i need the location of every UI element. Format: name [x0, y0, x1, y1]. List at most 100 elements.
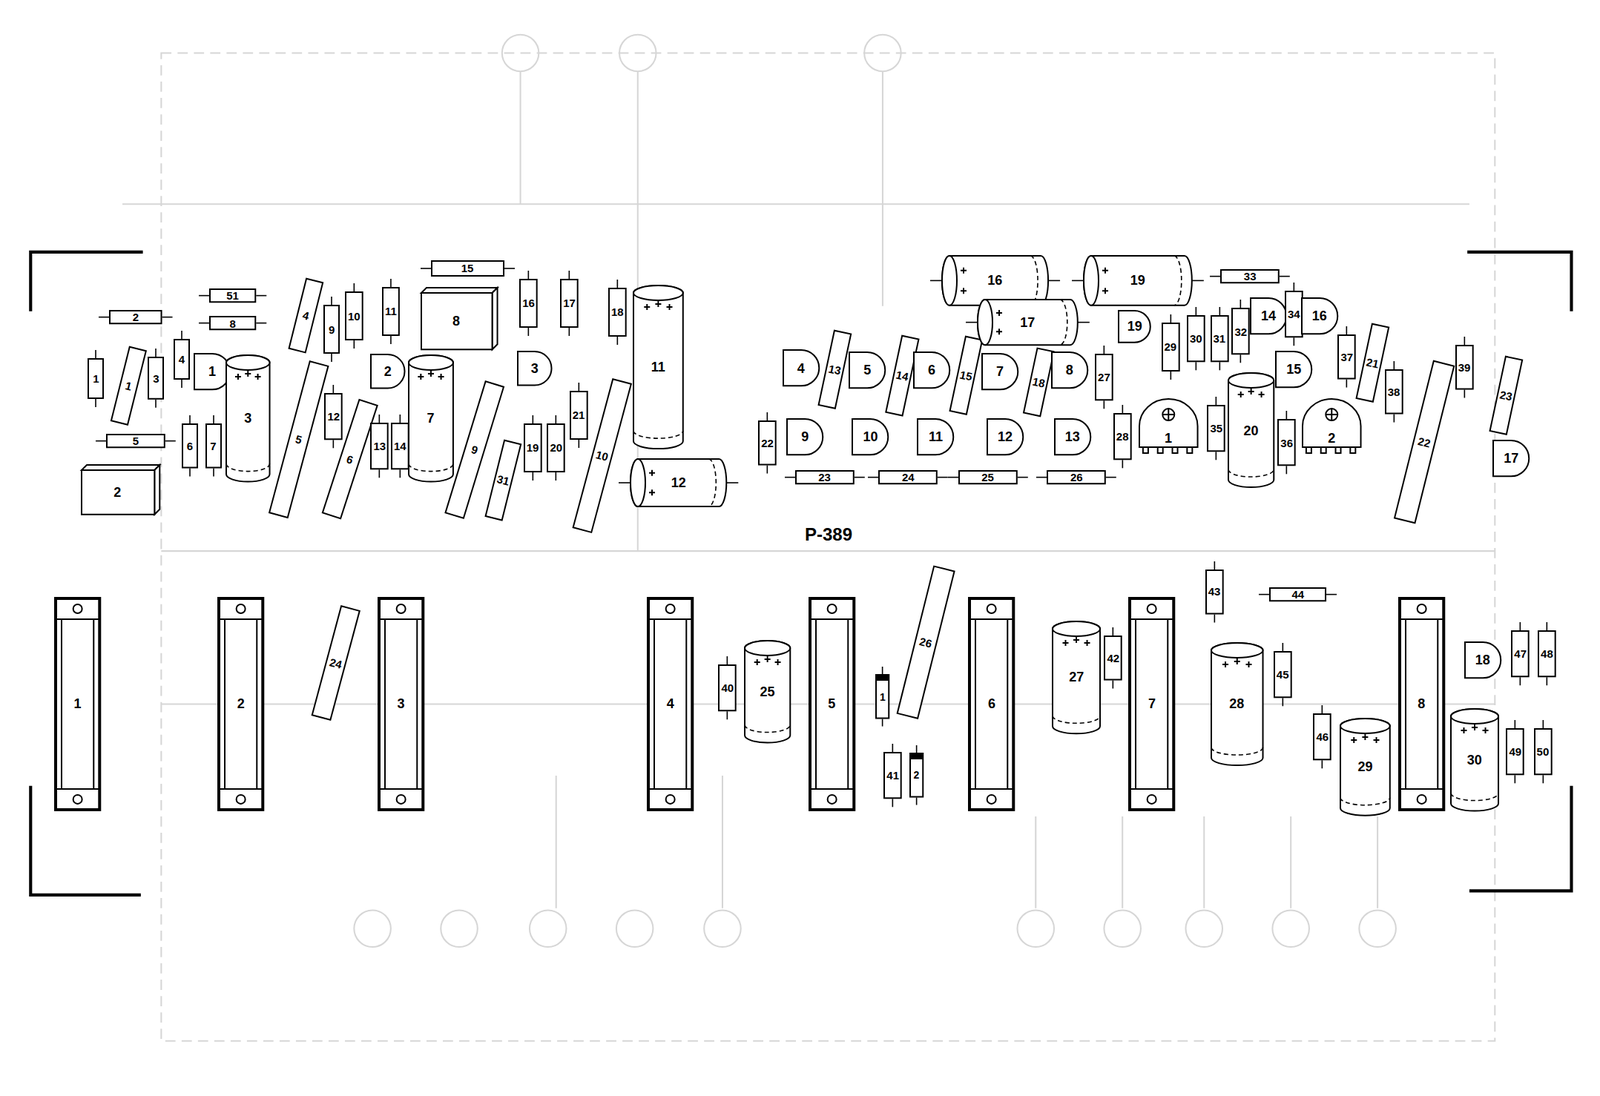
- resistor-symbol: 27: [1094, 353, 1114, 401]
- component-lead: [399, 414, 401, 423]
- callout-number: 31: [1213, 333, 1227, 345]
- callout-number: 8: [1417, 697, 1425, 711]
- resistor-symbol: 36: [1277, 419, 1296, 466]
- resistor-symbol: 37: [1337, 334, 1356, 380]
- shape-outline: [876, 675, 889, 719]
- component-lead: [916, 798, 918, 806]
- callout-number: 29: [1358, 760, 1374, 774]
- component-lead: [1279, 275, 1290, 278]
- callout-number: 17: [563, 297, 576, 309]
- shape-outline: [1211, 643, 1264, 658]
- callout-number: 42: [1106, 652, 1120, 664]
- callout-number: 6: [988, 697, 996, 711]
- shape-outline: [81, 465, 160, 471]
- socket-frame: [810, 619, 854, 790]
- callout-number: 12: [327, 410, 340, 423]
- component-lead: [353, 283, 356, 292]
- sleeve-line: [1059, 299, 1068, 345]
- component-lead: [937, 476, 948, 479]
- callout-number: 19: [526, 442, 540, 454]
- shape-outline: [1147, 795, 1157, 805]
- shape-outline: [1416, 795, 1426, 805]
- callout-number: 16: [1312, 309, 1328, 323]
- component-lead: [1546, 622, 1549, 631]
- ghost-terminal: [703, 910, 742, 948]
- component-lead: [616, 279, 618, 288]
- callout-number: 46: [1315, 731, 1329, 743]
- component-lead: [1213, 561, 1216, 570]
- callout-number: 21: [572, 409, 586, 421]
- shape-outline: [1313, 714, 1331, 760]
- ghost-terminal: [619, 34, 657, 72]
- resistor-symbol: 40: [718, 664, 737, 712]
- polarity-mark: [1233, 658, 1240, 665]
- resistor-symbol: 2: [109, 310, 163, 325]
- component-lead: [531, 415, 534, 424]
- ic-socket: 1: [54, 597, 101, 812]
- shape-outline: [1269, 588, 1326, 601]
- shape-outline: [396, 795, 406, 805]
- callout-number: 3: [397, 697, 406, 711]
- callout-number: 25: [759, 685, 775, 699]
- transistor-symbol: 9: [785, 417, 825, 457]
- resistor-symbol: 33: [1220, 269, 1280, 284]
- shape-outline: [1051, 352, 1088, 388]
- component-lead: [379, 414, 381, 423]
- callout-number: 5: [827, 697, 836, 711]
- component-lead: [867, 476, 879, 479]
- polarity-mark: [666, 304, 673, 311]
- component-lead: [255, 295, 267, 297]
- sleeve-line: [744, 724, 790, 733]
- resistor-symbol: 13: [370, 422, 389, 470]
- sleeve-line: [1450, 793, 1499, 802]
- polarity-mark: [1162, 409, 1175, 422]
- shape-outline: [1162, 323, 1180, 371]
- callout-number: 13: [827, 362, 842, 377]
- shape-outline: [1456, 345, 1474, 390]
- component-lead: [212, 415, 215, 424]
- callout-number: 30: [1467, 753, 1483, 767]
- component-lead: [1071, 279, 1084, 282]
- shape-outline: [1325, 409, 1338, 422]
- callout-number: 34: [1287, 308, 1301, 320]
- block-capacitor: 8: [420, 287, 499, 351]
- component-lead: [1209, 275, 1221, 278]
- component-lead: [420, 267, 431, 270]
- shape-outline: [942, 255, 957, 306]
- socket-frame: [379, 619, 423, 790]
- callout-number: 3: [152, 373, 159, 385]
- shape-outline: [969, 598, 1014, 811]
- component-lead: [1215, 451, 1218, 460]
- shape-outline: [1023, 348, 1055, 417]
- resistor-symbol: 20: [546, 423, 566, 473]
- transistor-symbol: 2: [369, 353, 407, 391]
- component-lead: [568, 327, 571, 337]
- diode-band: [910, 753, 923, 760]
- shape-outline: [431, 261, 504, 276]
- resistor-symbol: 24: [878, 470, 938, 485]
- polarity-mark: [437, 373, 444, 380]
- callout-number: 1: [1164, 431, 1172, 446]
- callout-number: 12: [671, 476, 687, 490]
- component-lead: [333, 384, 335, 394]
- polarity-mark: [1258, 391, 1264, 398]
- shape-outline: [73, 795, 83, 805]
- resistor-symbol: 10: [344, 291, 364, 341]
- shape-outline: [269, 361, 328, 519]
- shape-outline: [206, 424, 222, 469]
- resistor-symbol: 38: [1384, 369, 1404, 415]
- callout-number: 23: [818, 471, 831, 483]
- callout-number: 1: [208, 364, 216, 379]
- shape-outline: [1232, 308, 1250, 354]
- callout-number: 19: [1127, 319, 1143, 334]
- electrolytic-capacitor: 3: [225, 355, 271, 483]
- component-lead: [212, 468, 215, 477]
- shape-outline: [744, 640, 790, 744]
- shape-outline: [154, 465, 160, 515]
- component-lead: [95, 439, 107, 442]
- shape-outline: [1274, 652, 1292, 698]
- shape-outline: [1278, 419, 1296, 466]
- diode-band: [876, 675, 889, 681]
- film-capacitor: 15: [949, 336, 984, 416]
